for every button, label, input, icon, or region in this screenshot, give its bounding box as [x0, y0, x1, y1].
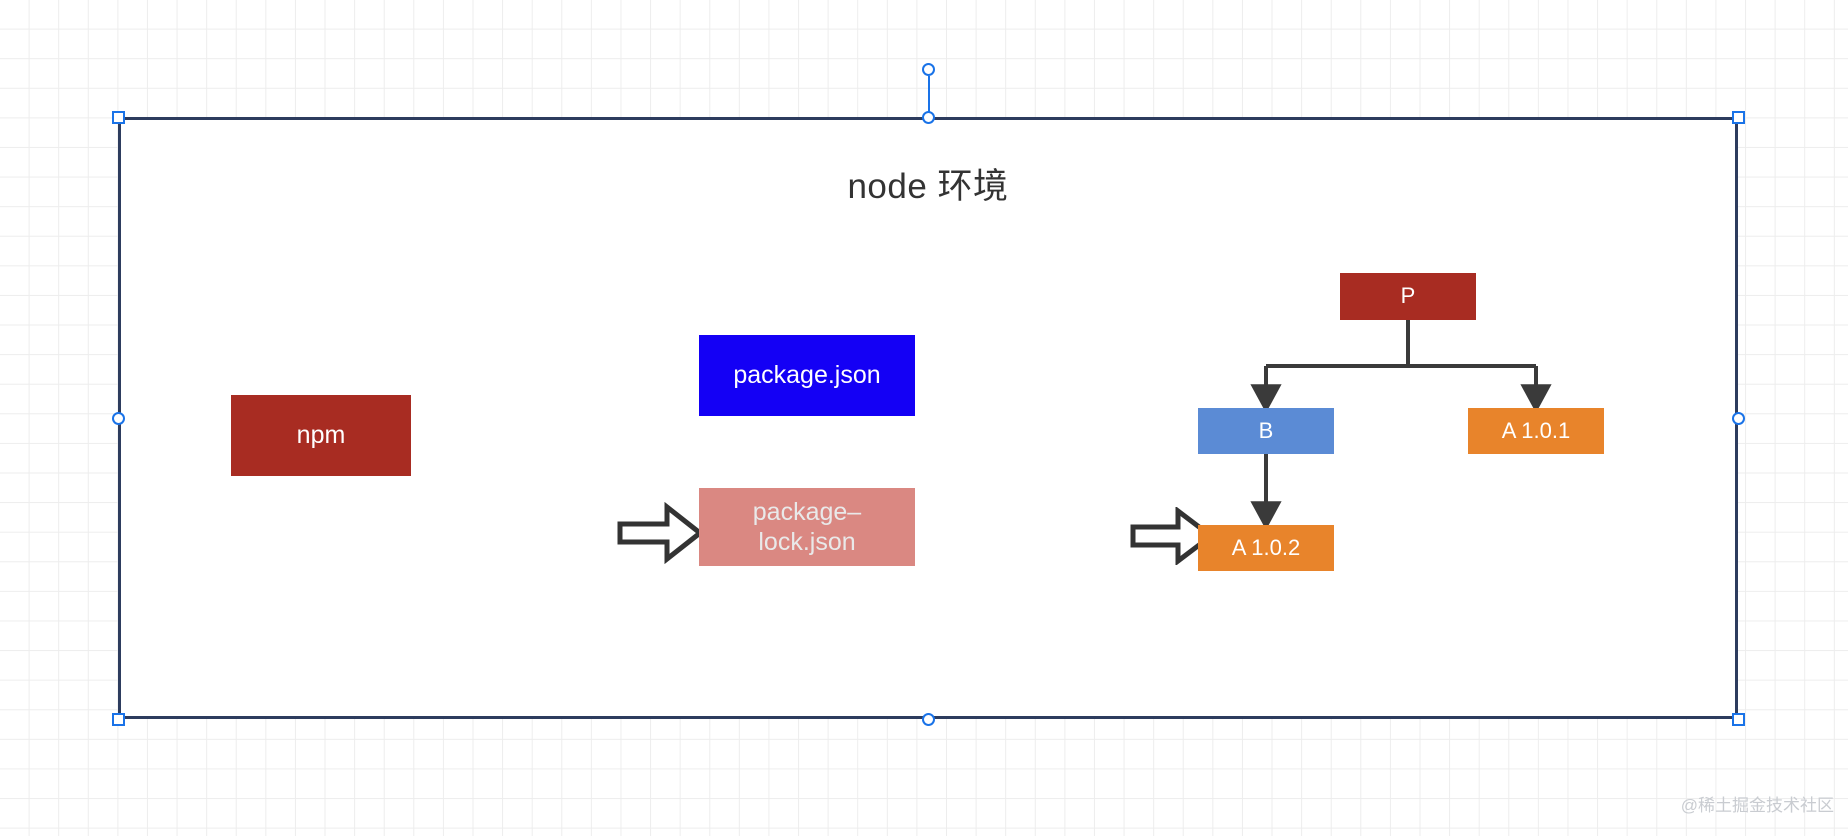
- resize-handle-bottom-left[interactable]: [112, 713, 125, 726]
- node-package-lock-json-line1: package–: [752, 497, 862, 526]
- resize-handle-bottom-center[interactable]: [922, 713, 935, 726]
- watermark: @稀土掘金技术社区: [1680, 796, 1834, 815]
- node-package-lock-json-line2: lock.json: [758, 528, 856, 556]
- node-a-1-0-1[interactable]: A 1.0.1: [1468, 408, 1604, 454]
- node-npm-label: npm: [296, 421, 346, 450]
- resize-handle-top-right[interactable]: [1732, 111, 1745, 124]
- node-b-label: B: [1258, 417, 1274, 443]
- node-a-1-0-2[interactable]: A 1.0.2: [1198, 525, 1334, 571]
- selected-shape-container[interactable]: node 环境 npm package.json package– lock.j…: [118, 117, 1738, 719]
- node-b[interactable]: B: [1198, 408, 1334, 454]
- node-package-json-label: package.json: [733, 361, 881, 390]
- rotate-handle-stem: [928, 76, 930, 118]
- node-p[interactable]: P: [1340, 273, 1476, 320]
- node-npm[interactable]: npm: [231, 395, 411, 476]
- node-package-json[interactable]: package.json: [699, 335, 915, 416]
- flow-arrow-right-icon-2: [1130, 505, 1216, 570]
- node-package-lock-json[interactable]: package– lock.json: [699, 488, 915, 566]
- flow-arrow-right-icon-1: [617, 501, 705, 569]
- resize-handle-middle-left[interactable]: [112, 412, 125, 425]
- node-p-label: P: [1400, 283, 1416, 309]
- resize-handle-top-center[interactable]: [922, 111, 935, 124]
- node-package-lock-json-label: package– lock.json: [753, 497, 861, 558]
- node-a-1-0-1-label: A 1.0.1: [1501, 417, 1571, 443]
- node-a-1-0-2-label: A 1.0.2: [1231, 534, 1301, 560]
- resize-handle-bottom-right[interactable]: [1732, 713, 1745, 726]
- rotate-handle[interactable]: [922, 63, 935, 76]
- resize-handle-top-left[interactable]: [112, 111, 125, 124]
- resize-handle-middle-right[interactable]: [1732, 412, 1745, 425]
- page-title: node 环境: [847, 167, 1009, 206]
